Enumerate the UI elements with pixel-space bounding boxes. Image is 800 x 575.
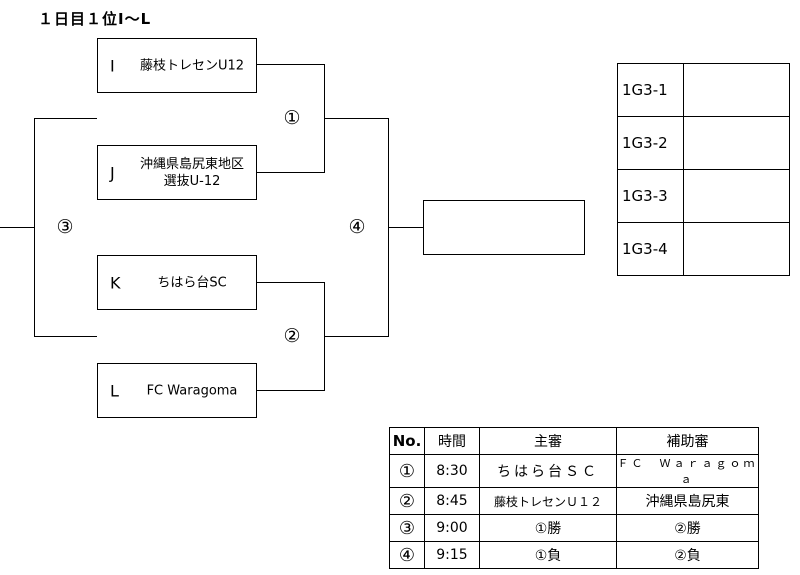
match-number-1: ① (283, 107, 301, 129)
team-name: 沖縄県島尻東地区 選抜U-12 (132, 156, 252, 190)
schedule-table: No. 時間 主審 補助審 ① 8:30 ちはら台ＳＣ ＦＣ Ｗａｒａｇｏｍａ … (389, 427, 759, 569)
ranking-value-cell[interactable] (683, 116, 790, 170)
schedule-header-time: 時間 (424, 427, 480, 455)
bracket-line (257, 390, 325, 391)
ranking-value-cell[interactable] (683, 222, 790, 276)
schedule-row: ④ 9:15 ①負 ②負 (389, 541, 759, 569)
schedule-referee: ①負 (479, 541, 617, 569)
schedule-header-row: No. 時間 主審 補助審 (389, 427, 759, 455)
schedule-no: ① (389, 454, 425, 488)
schedule-time: 8:30 (424, 454, 480, 488)
schedule-header-assistant: 補助審 (616, 427, 759, 455)
bracket-line (34, 336, 97, 337)
match-number-3: ③ (56, 216, 74, 238)
schedule-no: ④ (389, 541, 425, 569)
schedule-assistant: 沖縄県島尻東 (616, 487, 759, 515)
ranking-label: 1G3-3 (617, 169, 684, 223)
team-box-l[interactable]: L FC Waragoma (97, 363, 257, 418)
schedule-row: ② 8:45 藤枝トレセンＵ１２ 沖縄県島尻東 (389, 487, 759, 515)
team-name-line: 藤枝トレセンU12 (139, 58, 245, 73)
schedule-referee: 藤枝トレセンＵ１２ (479, 487, 617, 515)
ranking-table: 1G3-1 1G3-2 1G3-3 1G3-4 (617, 63, 790, 276)
bracket-line (257, 172, 325, 173)
bracket-line (34, 118, 97, 119)
team-name-line: ちはら台SC (157, 275, 227, 290)
bracket-line (34, 118, 35, 337)
schedule-header-referee: 主審 (479, 427, 617, 455)
ranking-row: 1G3-4 (617, 222, 790, 276)
team-name: 藤枝トレセンU12 (132, 57, 252, 74)
bracket-line (257, 282, 325, 283)
ranking-row: 1G3-3 (617, 169, 790, 223)
bracket-line (0, 227, 34, 228)
team-letter: I (110, 56, 115, 75)
schedule-assistant: ②勝 (616, 514, 759, 542)
team-box-i[interactable]: I 藤枝トレセンU12 (97, 38, 257, 93)
ranking-value-cell[interactable] (683, 63, 790, 117)
page-title: １日目１位I～L (38, 10, 152, 28)
schedule-time: 9:00 (424, 514, 480, 542)
ranking-value-cell[interactable] (683, 169, 790, 223)
bracket-line (324, 336, 389, 337)
team-box-k[interactable]: K ちはら台SC (97, 255, 257, 310)
team-box-j[interactable]: J 沖縄県島尻東地区 選抜U-12 (97, 145, 257, 200)
match-number-4: ④ (348, 216, 366, 238)
team-name-line: 選抜U-12 (163, 173, 221, 189)
match-number-2: ② (283, 325, 301, 347)
schedule-time: 8:45 (424, 487, 480, 515)
ranking-label: 1G3-2 (617, 116, 684, 170)
bracket-line (257, 64, 325, 65)
bracket-line (389, 227, 423, 228)
result-box[interactable] (423, 200, 585, 255)
team-name: FC Waragoma (132, 382, 252, 399)
schedule-no: ③ (389, 514, 425, 542)
schedule-row: ③ 9:00 ①勝 ②勝 (389, 514, 759, 542)
schedule-time: 9:15 (424, 541, 480, 569)
schedule-referee: ちはら台ＳＣ (479, 454, 617, 488)
team-name-line: 沖縄県島尻東地区 (139, 156, 244, 172)
ranking-label: 1G3-4 (617, 222, 684, 276)
ranking-row: 1G3-1 (617, 63, 790, 117)
schedule-referee: ①勝 (479, 514, 617, 542)
team-letter: J (110, 163, 115, 182)
schedule-no: ② (389, 487, 425, 515)
bracket-line (388, 118, 389, 337)
schedule-header-no: No. (389, 427, 425, 455)
schedule-assistant: ②負 (616, 541, 759, 569)
ranking-label: 1G3-1 (617, 63, 684, 117)
schedule-assistant: ＦＣ Ｗａｒａｇｏｍａ (616, 454, 759, 488)
ranking-row: 1G3-2 (617, 116, 790, 170)
bracket-line (324, 118, 389, 119)
team-letter: K (110, 273, 121, 292)
team-letter: L (110, 381, 119, 400)
team-name-line: FC Waragoma (146, 383, 238, 398)
team-name: ちはら台SC (132, 274, 252, 291)
schedule-row: ① 8:30 ちはら台ＳＣ ＦＣ Ｗａｒａｇｏｍａ (389, 454, 759, 488)
